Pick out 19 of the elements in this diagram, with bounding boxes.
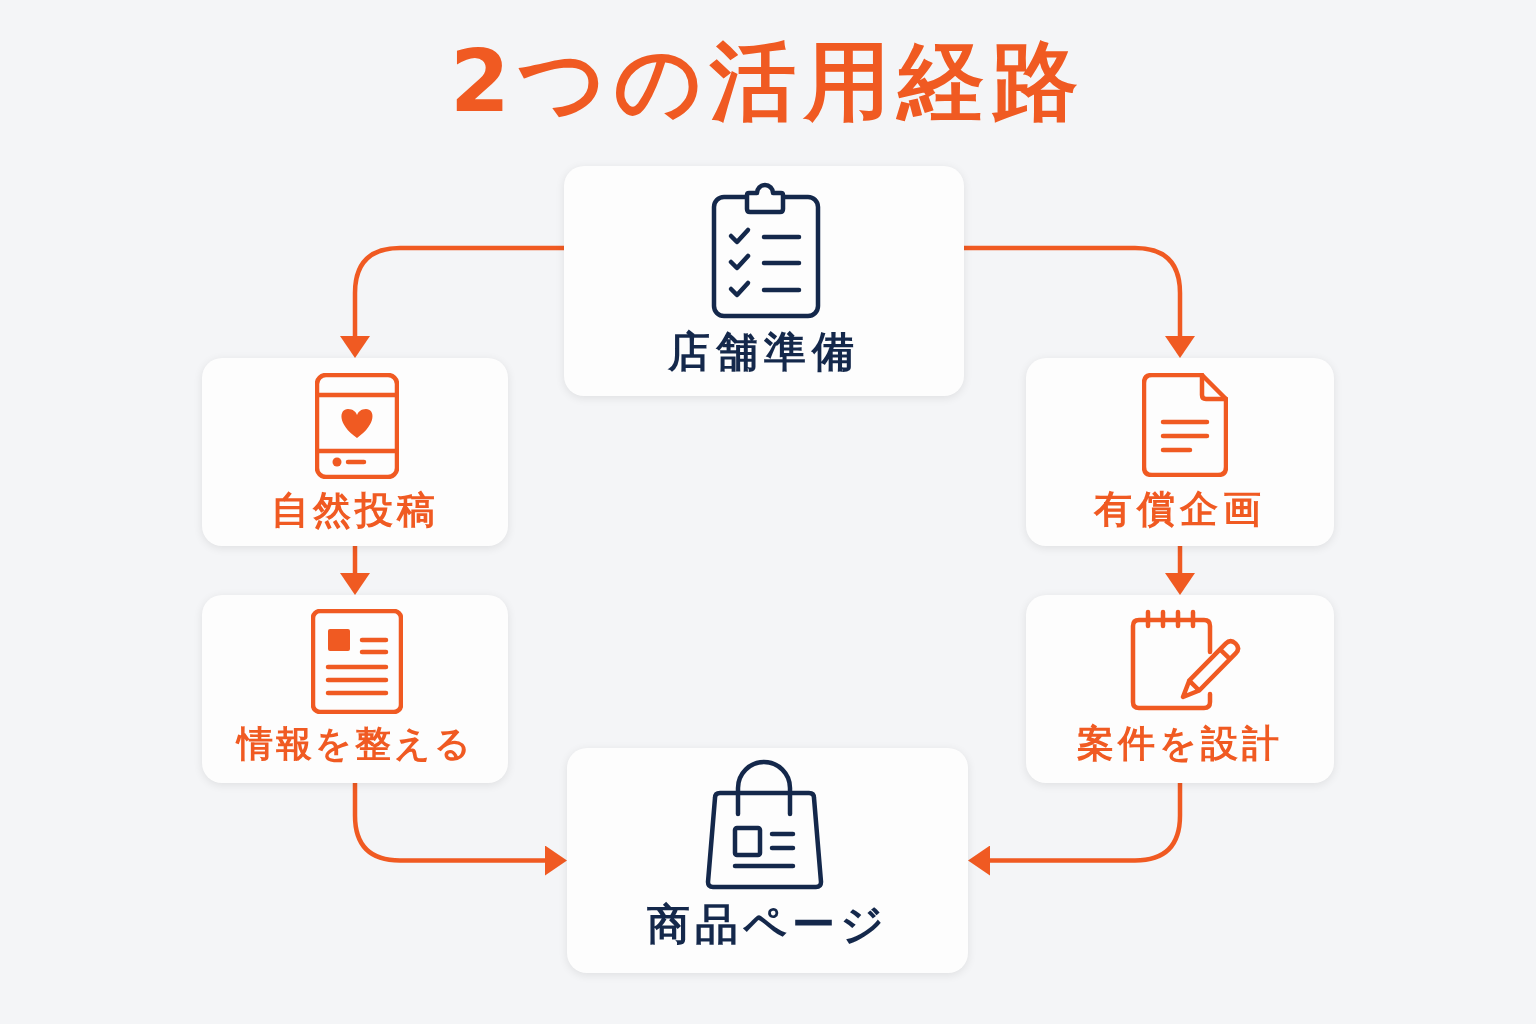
title: 2つの活用経路: [450, 30, 1086, 133]
arrow: [968, 783, 1183, 876]
step-label: 案件を設計: [1077, 723, 1283, 766]
step-card: [202, 595, 508, 783]
step-label: 商品ページ: [646, 900, 889, 950]
step-label: 店舗準備: [668, 328, 860, 377]
step-card: [564, 166, 964, 396]
step-card: [202, 358, 508, 546]
step-label: 有償企画: [1094, 488, 1266, 532]
arrow: [964, 245, 1195, 358]
arrow: [352, 783, 567, 876]
arrow: [1165, 546, 1195, 595]
step-card: [1026, 595, 1334, 783]
step-card: [567, 748, 968, 973]
step-card: [1026, 358, 1334, 546]
step-label: 自然投稿: [271, 489, 439, 533]
step-label: 情報を整える: [236, 723, 474, 765]
arrow: [340, 546, 370, 595]
arrow: [340, 245, 564, 358]
